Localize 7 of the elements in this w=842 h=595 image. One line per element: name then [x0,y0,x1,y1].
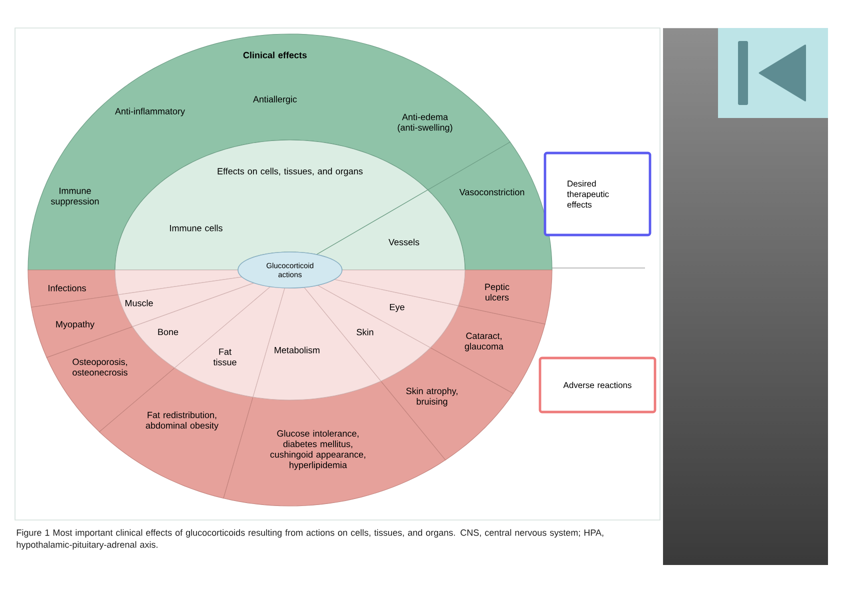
ring-segment: Infections [28,270,119,308]
text-box: Adverse reactions [538,356,656,414]
text-box: Desired therapeutic effects [544,152,652,236]
ring-segment [114,270,243,296]
caption: Figure 1 Most important clinical effects of glucocorticoids resulting from actions on cells, tissues, and organs. CNS, central nervous system; HPA, hypothalamic-pituitary-adrenal axis. [16,529,604,550]
ring-segment: Muscle [118,276,255,328]
ring-segment: Vasoconstriction [427,142,552,270]
